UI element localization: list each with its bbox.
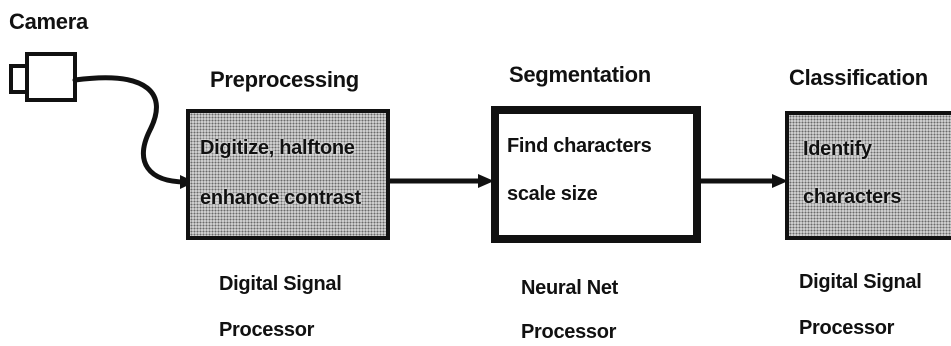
stage-title-classification: Classification — [789, 65, 928, 90]
arrow-right-icon — [478, 174, 494, 188]
preprocessing-hardware-line-1: Digital Signal — [219, 273, 342, 295]
camera-label: Camera — [9, 9, 88, 34]
classification-box: Identify characters — [785, 111, 951, 240]
segmentation-box: Find characters scale size — [491, 106, 701, 243]
segmentation-hardware-line-2: Processor — [521, 321, 617, 343]
preprocessing-box: Digitize, halftone enhance contrast — [186, 109, 390, 240]
stage-title-segmentation: Segmentation — [509, 62, 651, 87]
camera-icon — [9, 52, 77, 102]
segmentation-box-line-2: scale size — [507, 183, 598, 205]
arrow-right-icon — [772, 174, 788, 188]
classification-box-line-2: characters — [803, 186, 902, 208]
classification-box-line-1: Identify — [803, 138, 872, 160]
segmentation-box-line-1: Find characters — [507, 135, 652, 157]
preprocessing-hardware-line-2: Processor — [219, 319, 315, 341]
stage-title-preprocessing: Preprocessing — [210, 67, 359, 92]
preprocessing-box-line-2: enhance contrast — [200, 187, 361, 209]
classification-hardware-line-2: Processor — [799, 317, 895, 339]
preprocessing-box-line-1: Digitize, halftone — [200, 137, 355, 159]
segmentation-hardware-line-1: Neural Net — [521, 277, 619, 299]
classification-hardware-line-1: Digital Signal — [799, 271, 922, 293]
camera-cable — [72, 75, 189, 185]
